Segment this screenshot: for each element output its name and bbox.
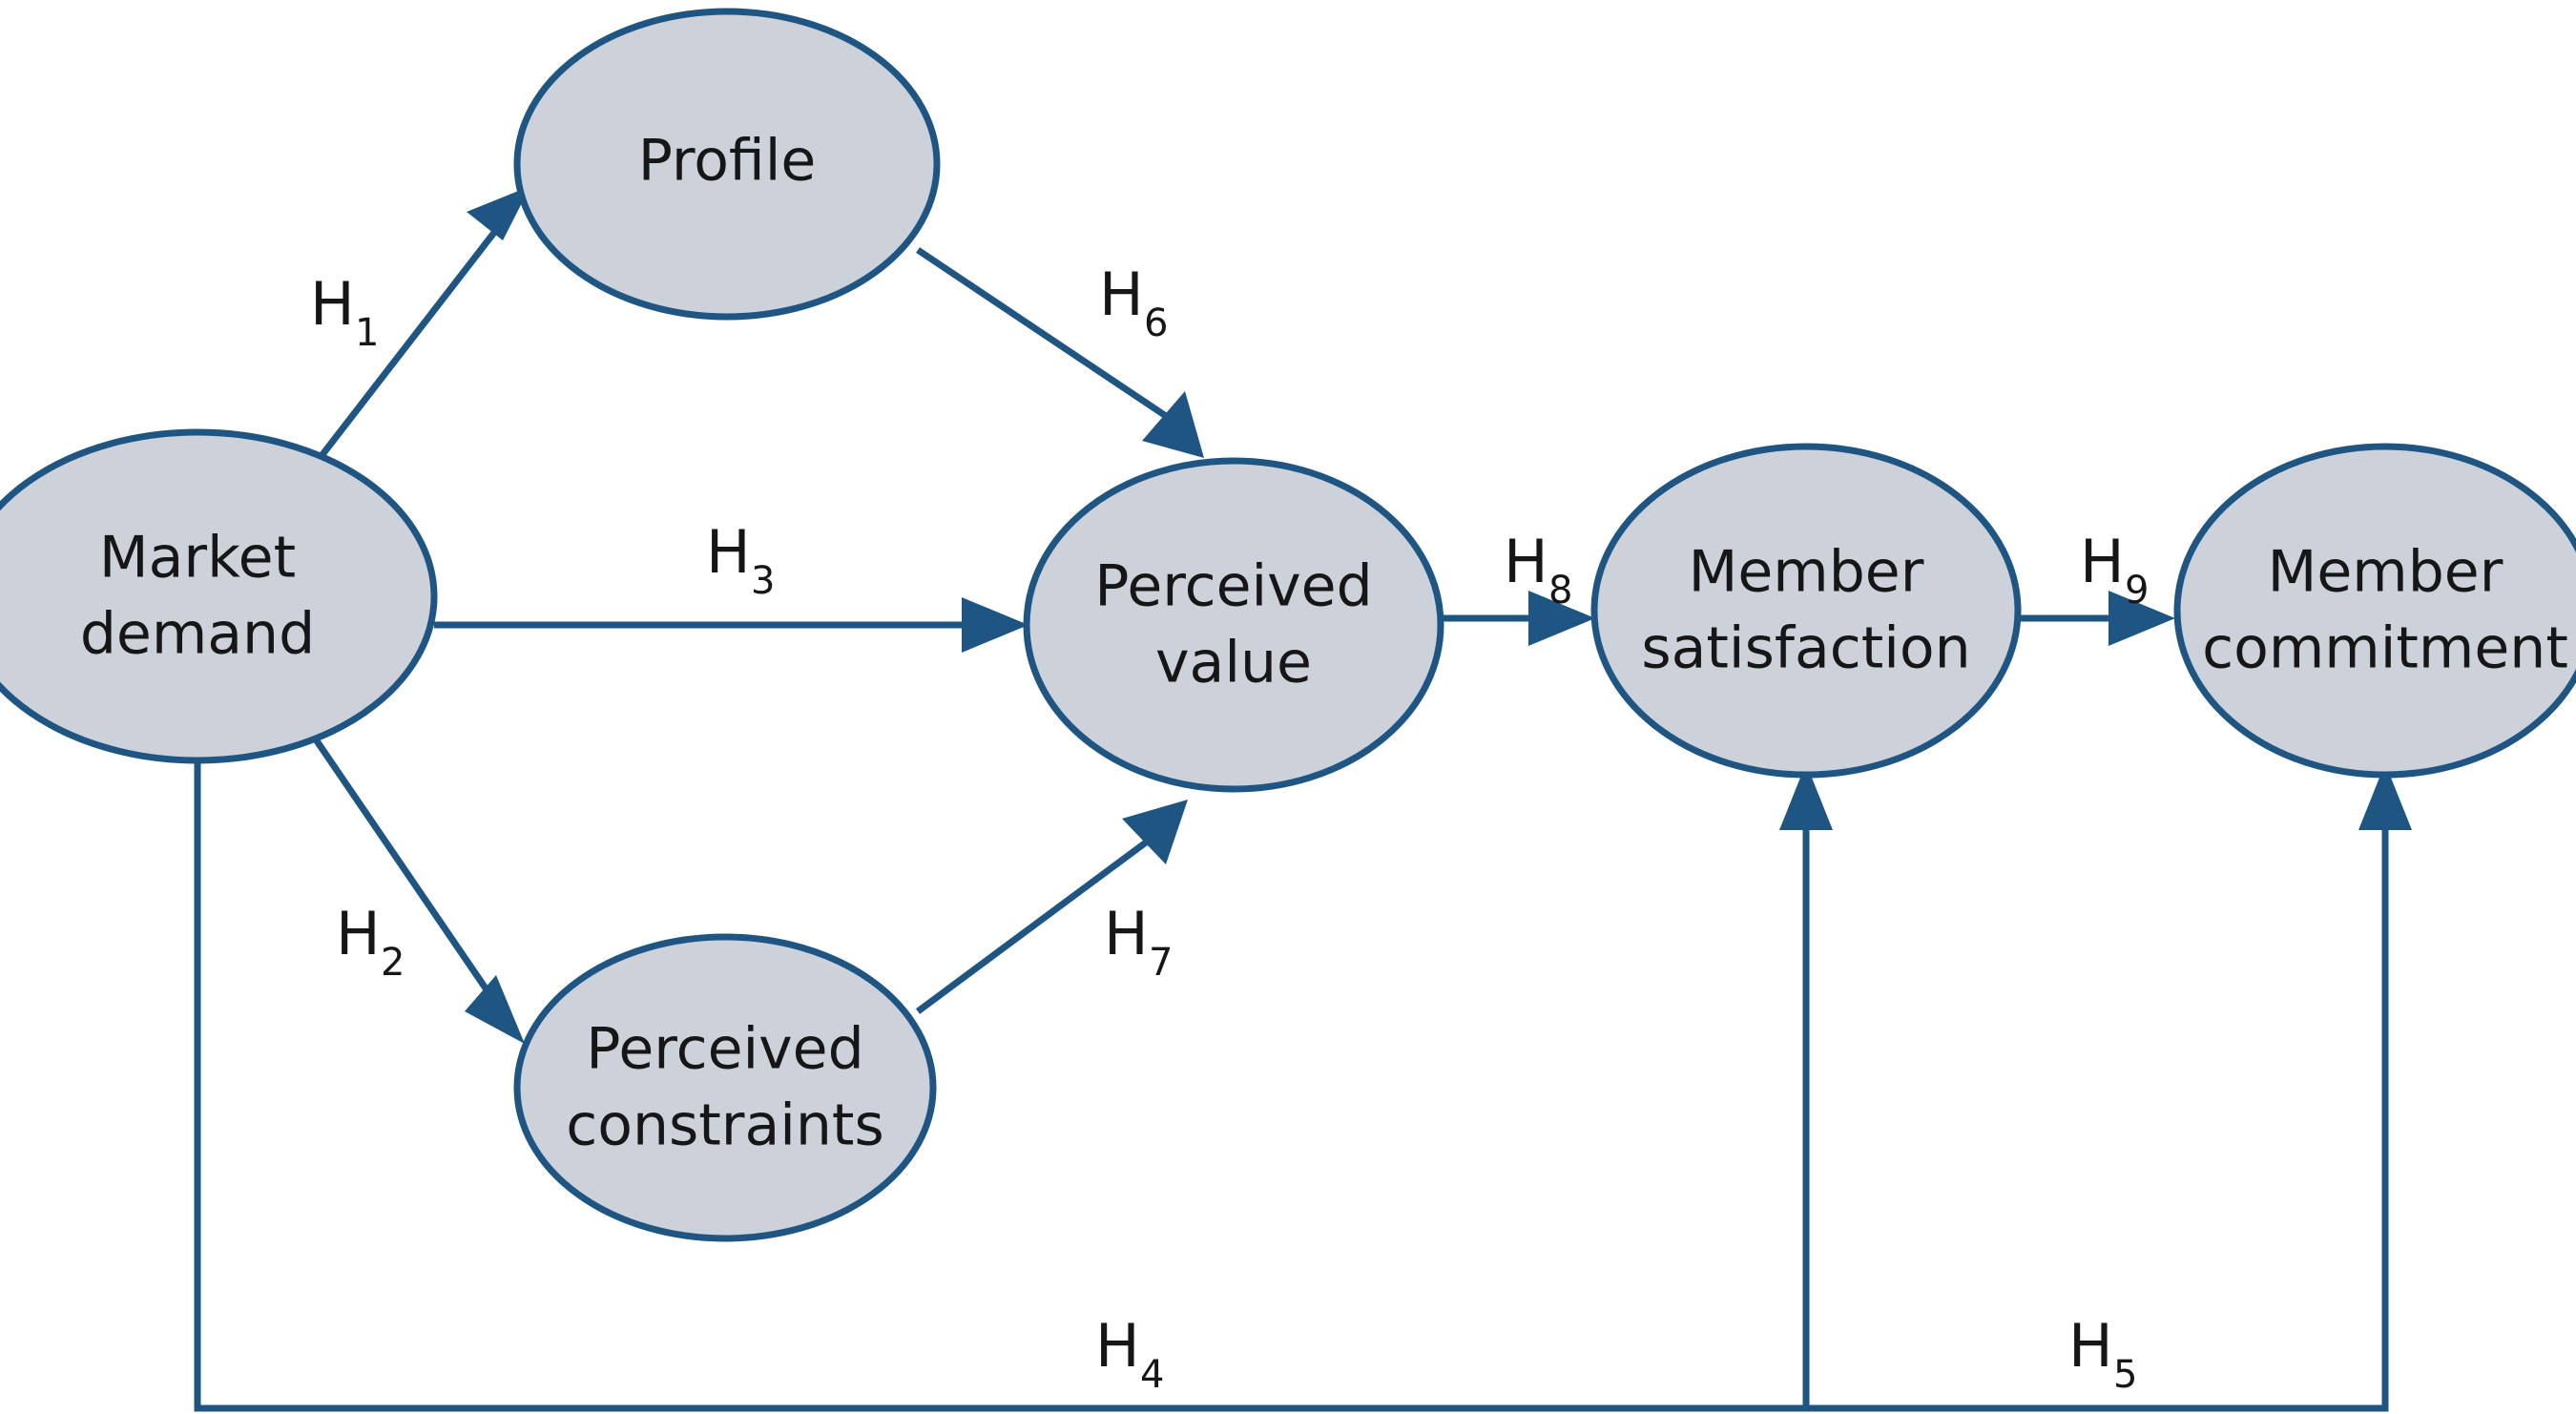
- node-perceived-constraints-ellipse[interactable]: [513, 933, 937, 1242]
- hypothesis-label-h9: H 9: [2080, 527, 2149, 613]
- edge-h9: [2018, 591, 2175, 646]
- hypothesis-label-h8-subscript: 8: [1548, 569, 1572, 613]
- edge-h5-arrowhead: [2358, 763, 2412, 830]
- node-market-demand-ellipse[interactable]: [0, 428, 438, 764]
- node-profile-label-line1: Profile: [638, 128, 817, 195]
- hypothesis-label-h9-letter: H: [2080, 527, 2125, 596]
- node-perceived-constraints[interactable]: Perceived constraints: [513, 933, 937, 1242]
- hypothesis-label-h5-subscript: 5: [2113, 1353, 2137, 1397]
- node-market-demand-label-line2: demand: [80, 601, 315, 668]
- hypothesis-label-h5: H 5: [2068, 1311, 2137, 1397]
- edge-h5: [197, 763, 2412, 1412]
- hypothesis-label-h6: H 6: [1099, 260, 1168, 345]
- hypothesis-label-h4-letter: H: [1095, 1311, 1140, 1381]
- edge-h2: [301, 719, 525, 1044]
- node-perceived-value[interactable]: Perceived value: [1023, 457, 1444, 793]
- node-market-demand-label-line1: Market: [99, 525, 296, 592]
- node-member-satisfaction[interactable]: Member satisfaction: [1590, 443, 2022, 779]
- node-profile-ellipse[interactable]: [513, 8, 941, 321]
- hypothesis-label-h8: H 8: [1504, 527, 1572, 613]
- hypothesis-label-h7: H 7: [1104, 899, 1173, 985]
- edge-h3-arrowhead: [962, 597, 1028, 653]
- hypothesis-label-h6-subscript: 6: [1144, 302, 1168, 345]
- node-profile[interactable]: Profile: [513, 8, 941, 321]
- hypothesis-label-h7-letter: H: [1104, 899, 1149, 968]
- edge-h8: [1441, 591, 1595, 646]
- hypothesis-label-h1: H 1: [310, 269, 379, 355]
- hypothesis-label-h9-subscript: 9: [2125, 569, 2149, 613]
- edge-h1-arrowhead: [467, 186, 530, 240]
- edge-h4-arrowhead: [1779, 763, 1833, 830]
- edge-h7-arrowhead: [1122, 800, 1188, 864]
- hypothesis-label-h4-subscript: 4: [1140, 1353, 1164, 1397]
- hypothesis-label-h3-letter: H: [706, 517, 751, 587]
- edge-h8-arrowhead: [1528, 591, 1595, 646]
- edge-h6: [916, 247, 1204, 458]
- edge-h6-arrowhead: [1142, 391, 1204, 458]
- node-perceived-constraints-label-line1: Perceived: [586, 1016, 863, 1083]
- edge-h2-line: [301, 719, 499, 1006]
- edge-h2-arrowhead: [465, 975, 525, 1044]
- node-perceived-value-label-line2: value: [1155, 630, 1312, 697]
- hypothesis-label-h2-letter: H: [336, 899, 381, 968]
- node-member-commitment-label-line1: Member: [2268, 539, 2503, 606]
- node-member-commitment-ellipse[interactable]: [2173, 443, 2576, 779]
- hypothesis-label-h1-subscript: 1: [355, 311, 379, 355]
- hypothesis-label-h1-letter: H: [310, 269, 355, 339]
- edge-h3: [434, 597, 1028, 653]
- hypothesis-label-h3: H 3: [706, 517, 775, 603]
- node-member-satisfaction-label-line2: satisfaction: [1641, 615, 1970, 682]
- edge-h1: [295, 186, 530, 489]
- edge-h1-line: [295, 218, 506, 489]
- hypothesis-label-h4: H 4: [1095, 1311, 1164, 1397]
- edge-h9-arrowhead: [2109, 591, 2175, 646]
- hypothesis-label-h2-subscript: 2: [381, 941, 405, 985]
- node-perceived-value-label-line1: Perceived: [1094, 553, 1372, 620]
- edge-h7: [915, 800, 1188, 1014]
- node-member-satisfaction-label-line1: Member: [1689, 539, 1924, 606]
- hypothesis-label-h3-subscript: 3: [751, 559, 775, 603]
- edge-h5-line: [197, 806, 2389, 1412]
- hypothesis-label-h8-letter: H: [1504, 527, 1548, 596]
- edge-h7-line: [915, 837, 1153, 1014]
- hypothesis-label-h5-letter: H: [2068, 1311, 2113, 1381]
- edge-h6-line: [916, 247, 1171, 421]
- node-perceived-constraints-label-line2: constraints: [566, 1092, 883, 1159]
- hypothesis-label-h6-letter: H: [1099, 260, 1144, 329]
- node-member-commitment-label-line2: commitment: [2202, 615, 2568, 682]
- node-member-commitment[interactable]: Member commitment: [2173, 443, 2576, 779]
- node-market-demand[interactable]: Market demand: [0, 428, 438, 764]
- edge-h4: [194, 760, 1833, 1412]
- hypothesis-label-h7-subscript: 7: [1149, 941, 1173, 985]
- node-perceived-value-ellipse[interactable]: [1023, 457, 1444, 793]
- node-member-satisfaction-ellipse[interactable]: [1590, 443, 2022, 779]
- hypothesis-label-h2: H 2: [336, 899, 405, 985]
- edge-h4-line: [194, 760, 1810, 1412]
